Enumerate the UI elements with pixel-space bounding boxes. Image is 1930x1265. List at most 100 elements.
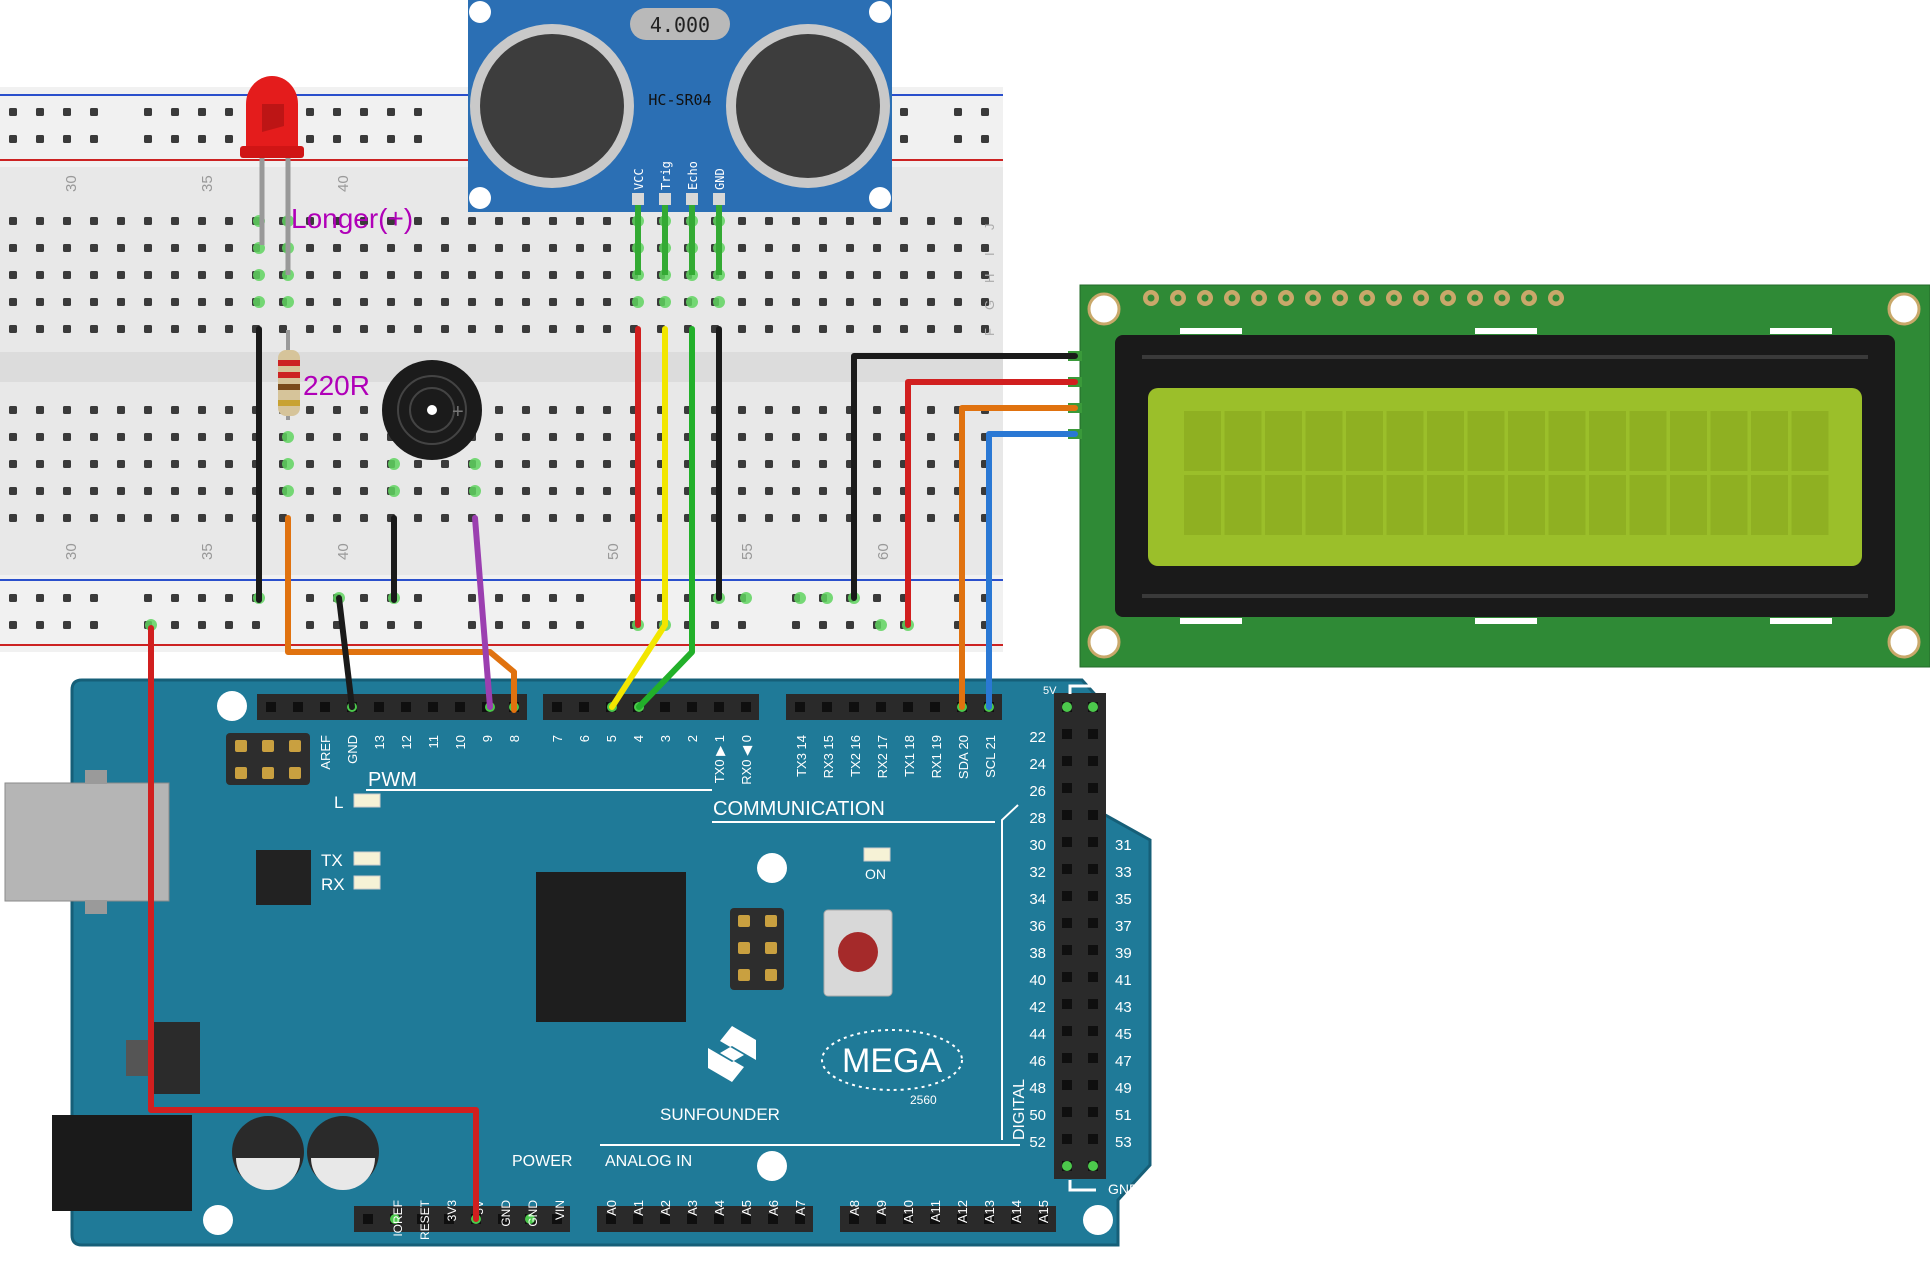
header-pin[interactable] bbox=[633, 1214, 643, 1224]
header-pin[interactable] bbox=[401, 702, 411, 712]
header-pin[interactable] bbox=[930, 1214, 940, 1224]
digital-silkscreen-line bbox=[1001, 804, 1019, 1140]
header-pin[interactable] bbox=[714, 702, 724, 712]
header-pin[interactable] bbox=[1088, 1107, 1098, 1117]
header-pin[interactable] bbox=[320, 702, 330, 712]
header-pin[interactable] bbox=[1062, 891, 1072, 901]
header-pin[interactable] bbox=[660, 702, 670, 712]
rail-hole bbox=[495, 594, 503, 602]
header-pin[interactable] bbox=[741, 702, 751, 712]
breadboard-hole bbox=[873, 460, 881, 468]
header-pin[interactable] bbox=[930, 702, 940, 712]
header-pin[interactable] bbox=[1062, 783, 1072, 793]
pin-label-trig: Trig bbox=[659, 161, 673, 190]
header-digital bbox=[1054, 693, 1106, 1179]
header-pin[interactable] bbox=[1062, 1053, 1072, 1063]
usb-connector-tab bbox=[85, 900, 107, 914]
breadboard-hole bbox=[792, 433, 800, 441]
header-pin[interactable] bbox=[1062, 1134, 1072, 1144]
header-pin[interactable] bbox=[795, 1214, 805, 1224]
header-pin[interactable] bbox=[1062, 810, 1072, 820]
pin-holes bbox=[235, 702, 1098, 1224]
header-pin[interactable] bbox=[1088, 810, 1098, 820]
header-pin[interactable] bbox=[1062, 1026, 1072, 1036]
breadboard-hole bbox=[387, 271, 395, 279]
header-pin[interactable] bbox=[552, 702, 562, 712]
header-pin[interactable] bbox=[266, 702, 276, 712]
breadboard-hole bbox=[144, 433, 152, 441]
breadboard-hole bbox=[144, 271, 152, 279]
pin-label: 3 bbox=[658, 735, 673, 742]
header-pin[interactable] bbox=[768, 1214, 778, 1224]
header-pin[interactable] bbox=[1088, 945, 1098, 955]
header-pin[interactable] bbox=[1088, 999, 1098, 1009]
header-pin[interactable] bbox=[1088, 1080, 1098, 1090]
pin-label: SCL 21 bbox=[983, 735, 998, 778]
header-pin[interactable] bbox=[714, 1214, 724, 1224]
lcd-cell bbox=[1265, 411, 1302, 471]
header-pin[interactable] bbox=[1062, 1080, 1072, 1090]
header-pin[interactable] bbox=[876, 1214, 886, 1224]
header-pin[interactable] bbox=[822, 702, 832, 712]
header-pin[interactable] bbox=[1062, 945, 1072, 955]
header-pin[interactable] bbox=[1062, 756, 1072, 766]
header-pin[interactable] bbox=[498, 1214, 508, 1224]
breadboard-hole bbox=[117, 514, 125, 522]
header-pin[interactable] bbox=[1088, 1053, 1098, 1063]
pin-label: A14 bbox=[1009, 1200, 1024, 1223]
header-pin[interactable] bbox=[741, 1214, 751, 1224]
header-pin[interactable] bbox=[1088, 891, 1098, 901]
header-pin[interactable] bbox=[1062, 1107, 1072, 1117]
breadboard-hole bbox=[495, 271, 503, 279]
connected-hole bbox=[282, 485, 294, 497]
header-pin[interactable] bbox=[1062, 999, 1072, 1009]
breadboard-hole bbox=[846, 271, 854, 279]
header-pin[interactable] bbox=[1011, 1214, 1021, 1224]
header-pin[interactable] bbox=[428, 702, 438, 712]
header-pin[interactable] bbox=[1062, 918, 1072, 928]
breadboard-hole bbox=[9, 460, 17, 468]
header-pin[interactable] bbox=[1088, 864, 1098, 874]
header-pin[interactable] bbox=[374, 702, 384, 712]
header-pin[interactable] bbox=[444, 1214, 454, 1224]
header-pin[interactable] bbox=[984, 1214, 994, 1224]
header-pin[interactable] bbox=[455, 702, 465, 712]
header-pin[interactable] bbox=[1088, 756, 1098, 766]
header-pin[interactable] bbox=[1062, 837, 1072, 847]
header-pin[interactable] bbox=[606, 1214, 616, 1224]
header-pin[interactable] bbox=[876, 702, 886, 712]
header-pin[interactable] bbox=[552, 1214, 562, 1224]
reset-button-cap[interactable] bbox=[838, 932, 878, 972]
header-pin[interactable] bbox=[1088, 972, 1098, 982]
header-pin[interactable] bbox=[849, 1214, 859, 1224]
header-pin[interactable] bbox=[1088, 1134, 1098, 1144]
header-pin[interactable] bbox=[849, 702, 859, 712]
header-pin[interactable] bbox=[903, 702, 913, 712]
header-pin[interactable] bbox=[1088, 837, 1098, 847]
header-pin[interactable] bbox=[1062, 972, 1072, 982]
header-pin[interactable] bbox=[363, 1214, 373, 1224]
breadboard-hole bbox=[36, 298, 44, 306]
header-pin[interactable] bbox=[1062, 729, 1072, 739]
pin-label: 34 bbox=[1029, 891, 1046, 908]
pin-label: A7 bbox=[793, 1200, 808, 1216]
header-pin[interactable] bbox=[1088, 1026, 1098, 1036]
header-pin[interactable] bbox=[660, 1214, 670, 1224]
header-pin[interactable] bbox=[903, 1214, 913, 1224]
header-pin[interactable] bbox=[293, 702, 303, 712]
rail-hole bbox=[414, 594, 422, 602]
header-pin[interactable] bbox=[417, 1214, 427, 1224]
header-pin[interactable] bbox=[795, 702, 805, 712]
pin-label: A5 bbox=[739, 1200, 754, 1216]
header-pin[interactable] bbox=[1088, 918, 1098, 928]
header-pin[interactable] bbox=[579, 702, 589, 712]
row-label-f: F bbox=[982, 328, 997, 336]
header-pin[interactable] bbox=[957, 1214, 967, 1224]
header-pin[interactable] bbox=[1038, 1214, 1048, 1224]
header-pin[interactable] bbox=[1062, 864, 1072, 874]
header-pin[interactable] bbox=[687, 702, 697, 712]
header-pin[interactable] bbox=[1088, 729, 1098, 739]
header-pin[interactable] bbox=[1088, 783, 1098, 793]
header-pin[interactable] bbox=[687, 1214, 697, 1224]
breadboard-hole bbox=[927, 460, 935, 468]
